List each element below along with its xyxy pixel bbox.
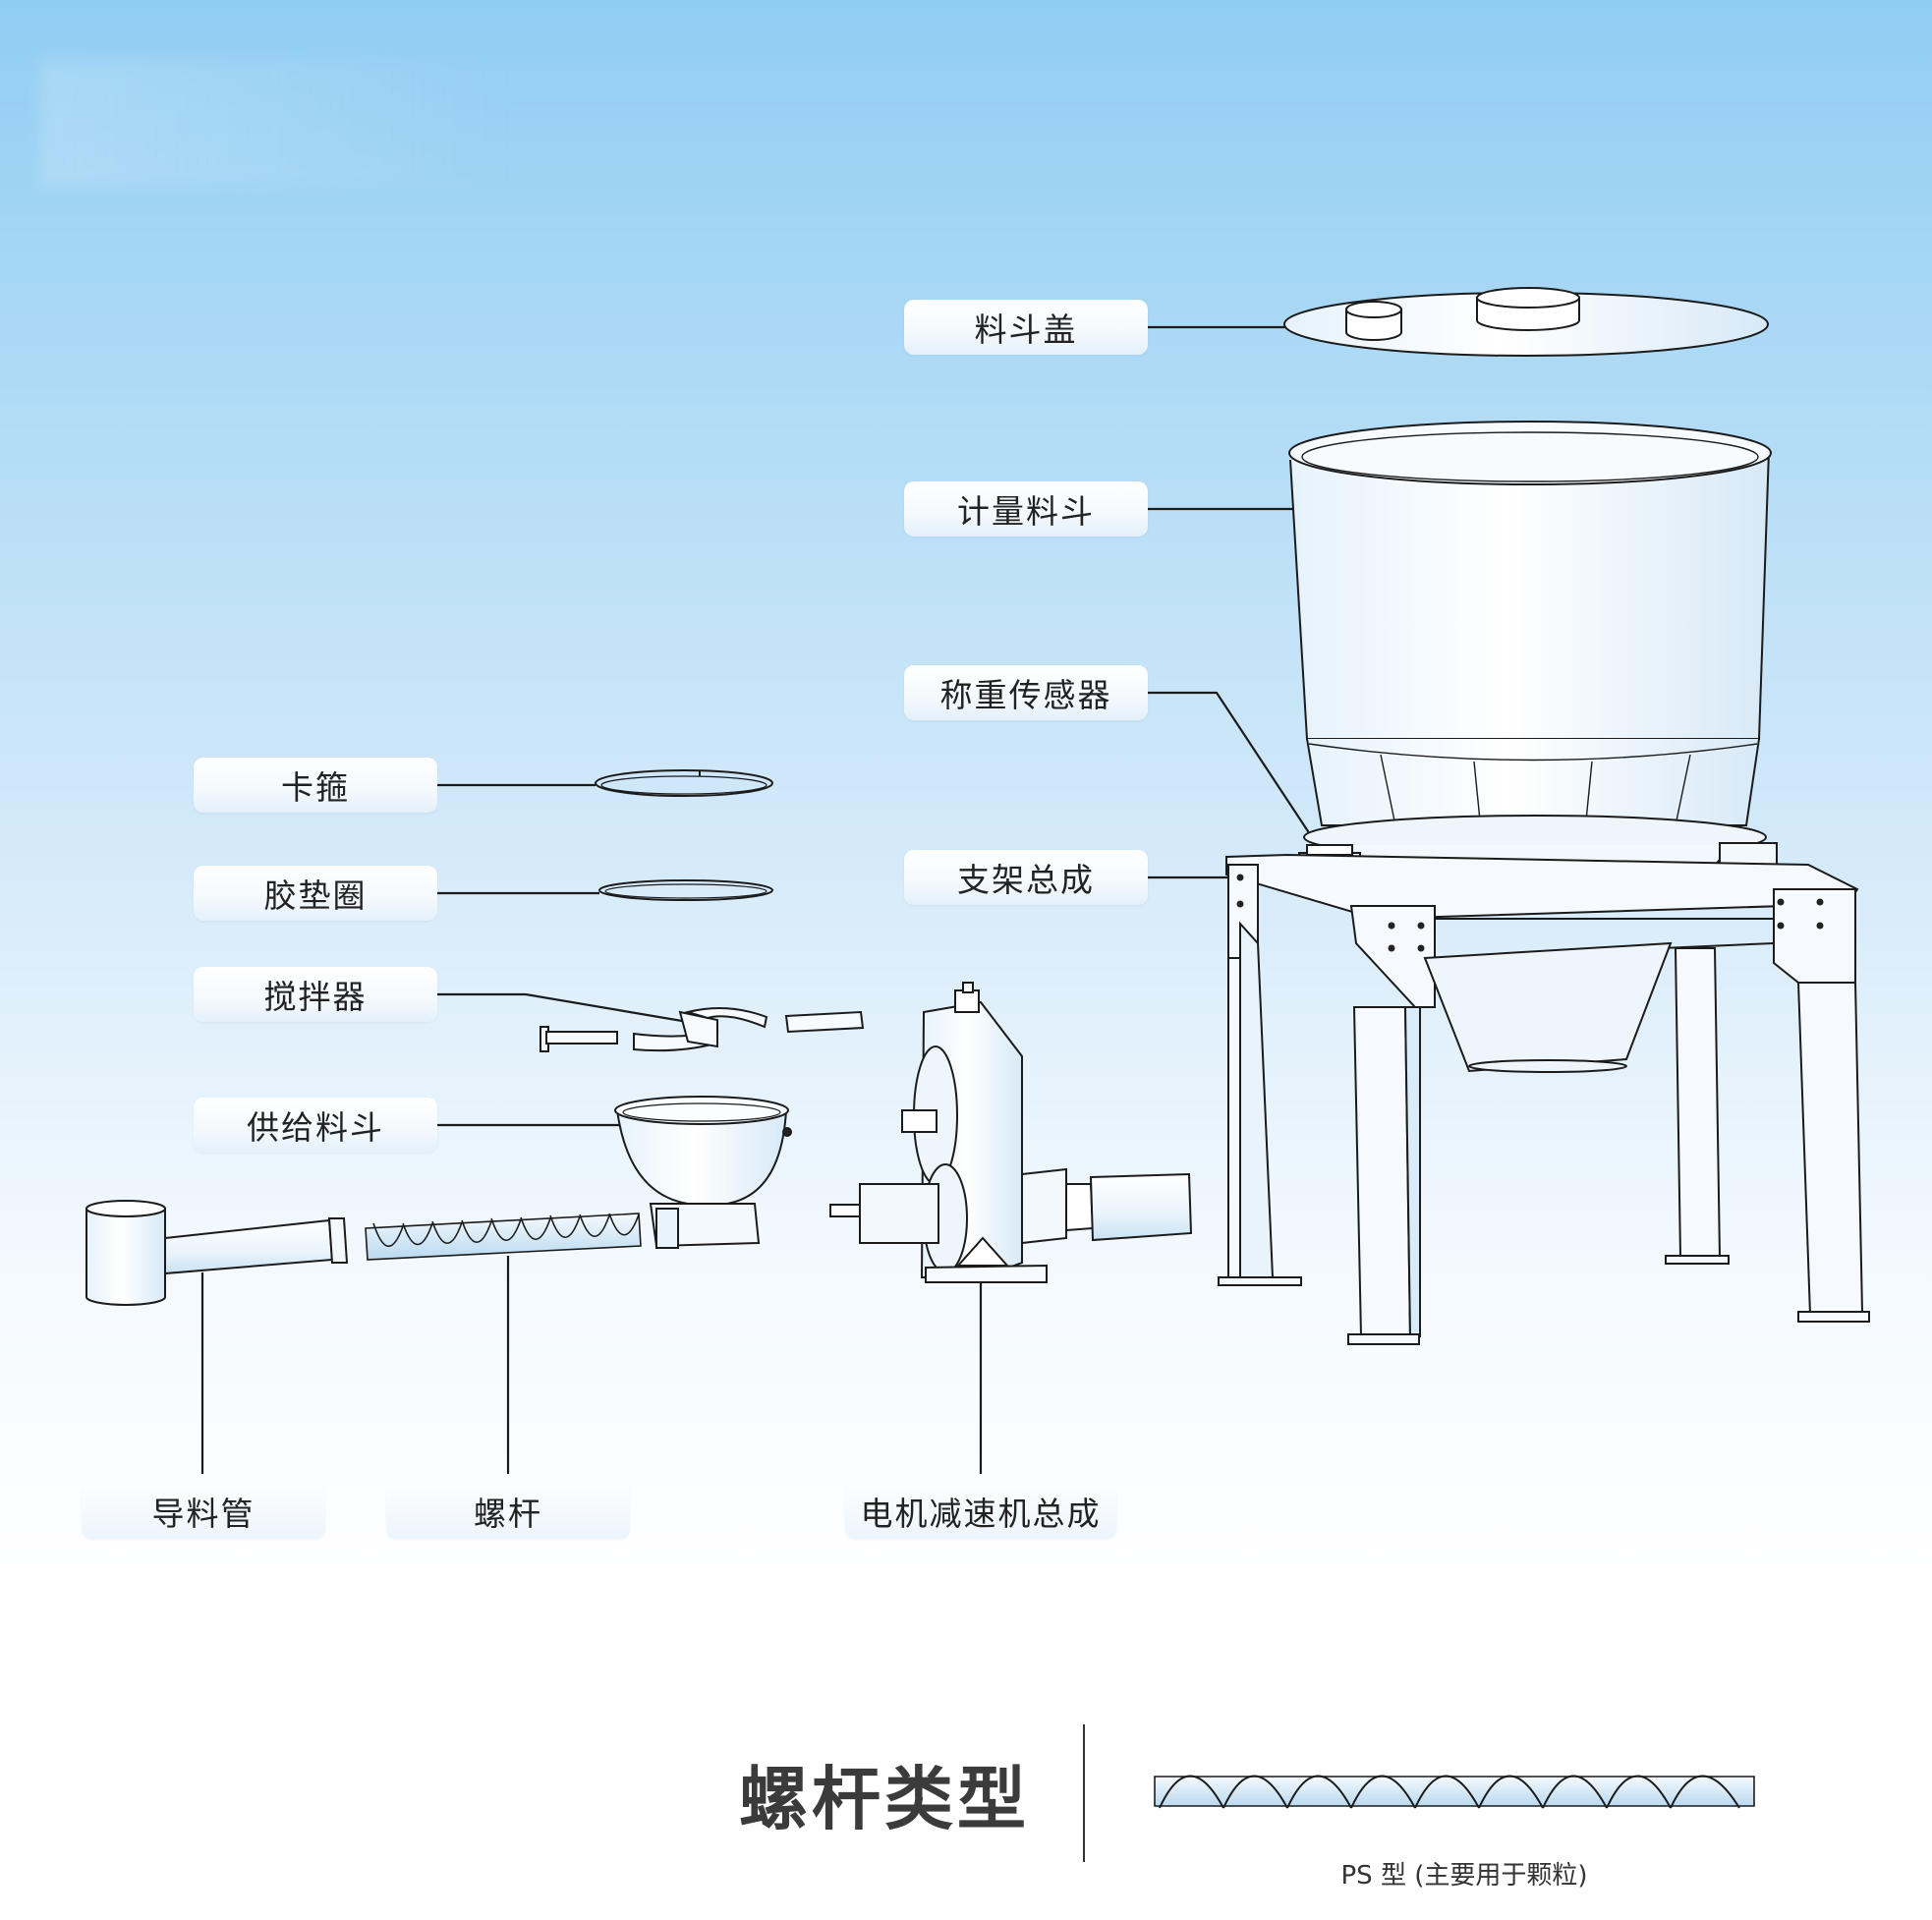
leader-load-cell	[1148, 691, 1337, 875]
guide-tube	[85, 1200, 349, 1306]
motor-reducer	[829, 982, 1193, 1283]
feed-hopper	[614, 1096, 792, 1249]
ps-type-caption: PS 型 (主要用于颗粒)	[1340, 1861, 1588, 1891]
label-motor-reducer-assembly: 电机减速机总成	[845, 1484, 1116, 1539]
frame-assembly	[1218, 853, 1870, 1345]
label-hopper-lid: 料斗盖	[904, 300, 1148, 355]
label-feed-hopper: 供给料斗	[194, 1098, 437, 1153]
metering-hopper	[1288, 421, 1772, 905]
section-divider	[1083, 1724, 1085, 1862]
label-gasket-ring: 胶垫圈	[194, 866, 437, 921]
screw	[365, 1213, 642, 1261]
label-metering-hopper: 计量料斗	[904, 481, 1148, 536]
clamp	[595, 769, 773, 797]
leader-agitator	[437, 992, 689, 1024]
sky-haze	[39, 59, 511, 187]
label-load-cell: 称重传感器	[904, 665, 1148, 720]
label-frame-assembly: 支架总成	[904, 850, 1148, 905]
label-guide-tube: 导料管	[82, 1484, 325, 1539]
screw-types-title: 螺杆类型	[739, 1758, 1030, 1839]
leader-lines	[200, 325, 1337, 1474]
label-agitator: 搅拌器	[194, 967, 437, 1022]
ps-screw-illustration	[1154, 1775, 1755, 1809]
label-clamp: 卡箍	[194, 758, 437, 813]
agitator	[540, 1007, 865, 1052]
gasket-ring	[598, 879, 773, 901]
label-screw: 螺杆	[386, 1484, 630, 1539]
hopper-lid	[1283, 287, 1769, 357]
